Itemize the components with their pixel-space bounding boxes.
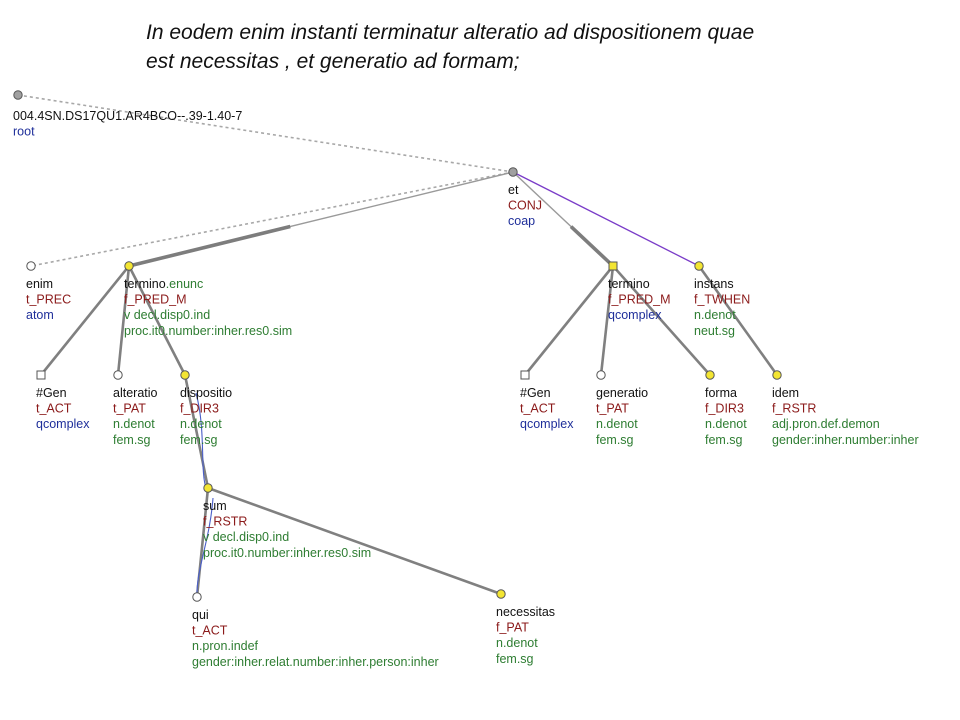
edge-instans-idem <box>697 265 779 376</box>
edge-et-enim <box>30 171 514 267</box>
node-idem-label-0: idem <box>772 386 799 400</box>
node-enim[interactable] <box>26 261 36 271</box>
edge-et-termino2-effective <box>569 225 615 268</box>
node-necessitas-label-3: fem.sg <box>496 652 534 666</box>
node-termino1-suffix: .enunc <box>166 277 204 291</box>
node-termino1-label-3: proc.it0.number:inher.res0.sim <box>124 324 292 338</box>
node-termino1[interactable] <box>124 261 134 271</box>
node-gen2-label-0: #Gen <box>520 386 551 400</box>
root-type-label: root <box>13 125 35 139</box>
node-qui[interactable] <box>192 592 202 602</box>
node-alteratio-label-1: t_PAT <box>113 402 146 416</box>
node-dispositio-label-3: fem.sg <box>180 433 218 447</box>
node-alteratio-label-3: fem.sg <box>113 433 151 447</box>
node-dispositio[interactable] <box>180 370 190 380</box>
node-qui-label-3: gender:inher.relat.number:inher.person:i… <box>192 655 439 669</box>
node-dispositio-label-0: dispositio <box>180 386 232 400</box>
node-forma-label-3: fem.sg <box>705 433 743 447</box>
node-et-label-0: et <box>508 183 519 197</box>
node-sum-label-3: proc.it0.number:inher.res0.sim <box>203 546 371 560</box>
node-generatio-label-2: n.denot <box>596 417 638 431</box>
node-forma-label-2: n.denot <box>705 417 747 431</box>
node-instans[interactable] <box>694 261 704 271</box>
node-root[interactable] <box>13 90 23 100</box>
edge-et-instans <box>512 171 700 267</box>
node-dispositio-label-2: n.denot <box>180 417 222 431</box>
node-gen1[interactable] <box>36 370 46 380</box>
node-idem-label-3: gender:inher.number:inher <box>772 433 919 447</box>
node-sum-label-0: sum <box>203 499 227 513</box>
edge-termino2-forma <box>612 265 711 376</box>
edge-et-termino1-effective <box>128 224 291 268</box>
node-sum[interactable] <box>203 483 213 493</box>
node-enim-label-2: atom <box>26 308 54 322</box>
node-idem-label-2: adj.pron.def.demon <box>772 417 880 431</box>
tree-labels: 004.4SN.DS17QU1.AR4BCO--.39-1.40-7 root et… <box>13 109 919 669</box>
tree-nodes <box>13 90 782 602</box>
node-sum-label-1: f_RSTR <box>203 515 247 529</box>
node-termino1-label-2: v decl.disp0.ind <box>124 308 210 322</box>
node-necessitas-label-2: n.denot <box>496 636 538 650</box>
node-gen2[interactable] <box>520 370 530 380</box>
edge-sum-necessitas <box>207 486 502 596</box>
node-necessitas[interactable] <box>496 589 506 599</box>
root-id-label: 004.4SN.DS17QU1.AR4BCO--.39-1.40-7 <box>13 109 242 123</box>
node-termino1-label-1: f_PRED_M <box>124 293 187 307</box>
node-termino1-label-0: termino.enunc <box>124 277 203 291</box>
node-forma[interactable] <box>705 370 715 380</box>
node-necessitas-label-0: necessitas <box>496 605 555 619</box>
node-generatio-label-1: t_PAT <box>596 402 629 416</box>
node-gen1-label-0: #Gen <box>36 386 67 400</box>
edge-termino1-alteratio <box>116 265 131 376</box>
sentence-text: In eodem enim instanti terminatur altera… <box>146 18 946 76</box>
node-idem[interactable] <box>772 370 782 380</box>
node-gen1-label-2: qcomplex <box>36 417 90 431</box>
edge-root-et <box>17 94 514 173</box>
node-gen2-label-1: t_ACT <box>520 402 556 416</box>
edge-termino2-gen2 <box>523 265 615 376</box>
node-instans-label-3: neut.sg <box>694 324 735 338</box>
node-qui-label-2: n.pron.indef <box>192 639 259 653</box>
node-dispositio-label-1: f_DIR3 <box>180 402 219 416</box>
node-termino2-label-0: termino <box>608 277 650 291</box>
node-necessitas-label-1: f_PAT <box>496 621 529 635</box>
node-generatio-label-0: generatio <box>596 386 648 400</box>
edge-termino1-gen1 <box>39 265 131 376</box>
node-generatio-label-3: fem.sg <box>596 433 634 447</box>
sentence-line-1: In eodem enim instanti terminatur altera… <box>146 21 755 44</box>
node-termino2[interactable] <box>608 261 618 271</box>
node-instans-label-0: instans <box>694 277 734 291</box>
edge-termino1-dispositio <box>127 265 187 376</box>
node-qui-label-1: t_ACT <box>192 624 228 638</box>
node-qui-label-0: qui <box>192 608 209 622</box>
tree-edges <box>17 94 779 598</box>
node-instans-label-1: f_TWHEN <box>694 293 750 307</box>
node-et[interactable] <box>508 167 518 177</box>
node-instans-label-2: n.denot <box>694 308 736 322</box>
node-enim-label-1: t_PREC <box>26 293 71 307</box>
node-gen1-label-1: t_ACT <box>36 402 72 416</box>
node-sum-label-2: v decl.disp0.ind <box>203 530 289 544</box>
node-gen2-label-2: qcomplex <box>520 417 574 431</box>
node-alteratio[interactable] <box>113 370 123 380</box>
node-alteratio-label-0: alteratio <box>113 386 158 400</box>
node-alteratio-label-2: n.denot <box>113 417 155 431</box>
node-et-label-1: CONJ <box>508 199 542 213</box>
node-termino2-label-1: f_PRED_M <box>608 293 671 307</box>
node-forma-label-1: f_DIR3 <box>705 402 744 416</box>
node-termino2-label-2: qcomplex <box>608 308 662 322</box>
edge-termino2-generatio <box>599 265 615 376</box>
node-forma-label-0: forma <box>705 386 737 400</box>
edge-dispositio-sum <box>183 374 210 489</box>
coref-dispositio-sum <box>195 392 207 489</box>
node-idem-label-1: f_RSTR <box>772 402 816 416</box>
coref-sum-qui <box>196 497 214 598</box>
node-enim-label-0: enim <box>26 277 53 291</box>
node-generatio[interactable] <box>596 370 606 380</box>
node-et-label-2: coap <box>508 214 535 228</box>
sentence-line-2: est necessitas , et generatio ad formam; <box>146 50 520 73</box>
